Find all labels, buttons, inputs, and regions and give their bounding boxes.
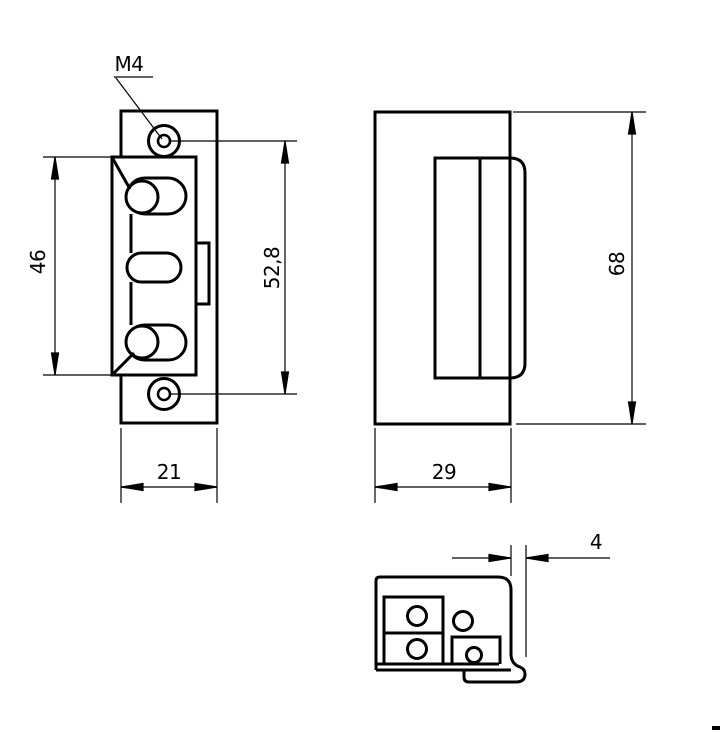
dim-label-21: 21 xyxy=(157,460,181,484)
arrowhead-left xyxy=(120,482,144,492)
dim-4: 4 xyxy=(452,530,610,657)
m4-leader-line xyxy=(115,77,163,140)
bottom-hole-c xyxy=(452,610,474,632)
arrowhead-left xyxy=(374,482,398,492)
bottom-solenoid-box xyxy=(382,595,445,666)
screen-corner-artifact xyxy=(712,726,720,730)
bottom-view xyxy=(374,575,527,684)
arrowhead-up xyxy=(280,140,290,164)
front-chamfer-bottom xyxy=(111,351,136,376)
dim-label-52-8: 52,8 xyxy=(260,247,284,290)
arrowhead-up xyxy=(50,156,60,180)
bottom-lip-hook xyxy=(462,653,527,684)
arrowhead-left xyxy=(525,553,549,563)
side-keeper-outline xyxy=(433,156,527,380)
front-side-tab xyxy=(196,241,211,306)
arrowhead-right xyxy=(488,553,512,563)
dim-label-46: 46 xyxy=(26,250,50,274)
arrowhead-down xyxy=(627,401,637,425)
arrowhead-right xyxy=(488,482,512,492)
front-chamfer-top xyxy=(111,158,132,190)
bottom-right-box xyxy=(450,635,502,664)
arrowhead-down xyxy=(50,352,60,376)
bottom-hole-d xyxy=(465,646,483,664)
dim-label-68: 68 xyxy=(605,252,629,276)
side-view xyxy=(373,110,527,426)
dim-m4-leader: M4 xyxy=(114,52,163,140)
dimensions: M4 46 52,8 21 xyxy=(26,52,646,657)
front-view xyxy=(110,109,219,425)
side-body-outline xyxy=(373,110,512,426)
dim-21: 21 xyxy=(120,428,218,503)
dim-label-4: 4 xyxy=(590,530,602,554)
arrowhead-down xyxy=(280,371,290,395)
dim-label-m4: M4 xyxy=(115,52,144,76)
arrowhead-right xyxy=(194,482,218,492)
dim-68: 68 xyxy=(513,111,646,425)
dim-29: 29 xyxy=(374,428,512,503)
dim-52-8: 52,8 xyxy=(170,140,297,395)
front-slot-middle xyxy=(125,251,183,284)
dim-46: 46 xyxy=(26,156,113,376)
bottom-hole-a xyxy=(406,605,428,627)
front-roller-bottom xyxy=(124,324,160,360)
bottom-hole-b xyxy=(406,638,428,660)
front-roller-top xyxy=(124,179,160,215)
dim-label-29: 29 xyxy=(432,460,456,484)
bottom-body-outline xyxy=(374,575,513,670)
arrowhead-up xyxy=(627,111,637,135)
